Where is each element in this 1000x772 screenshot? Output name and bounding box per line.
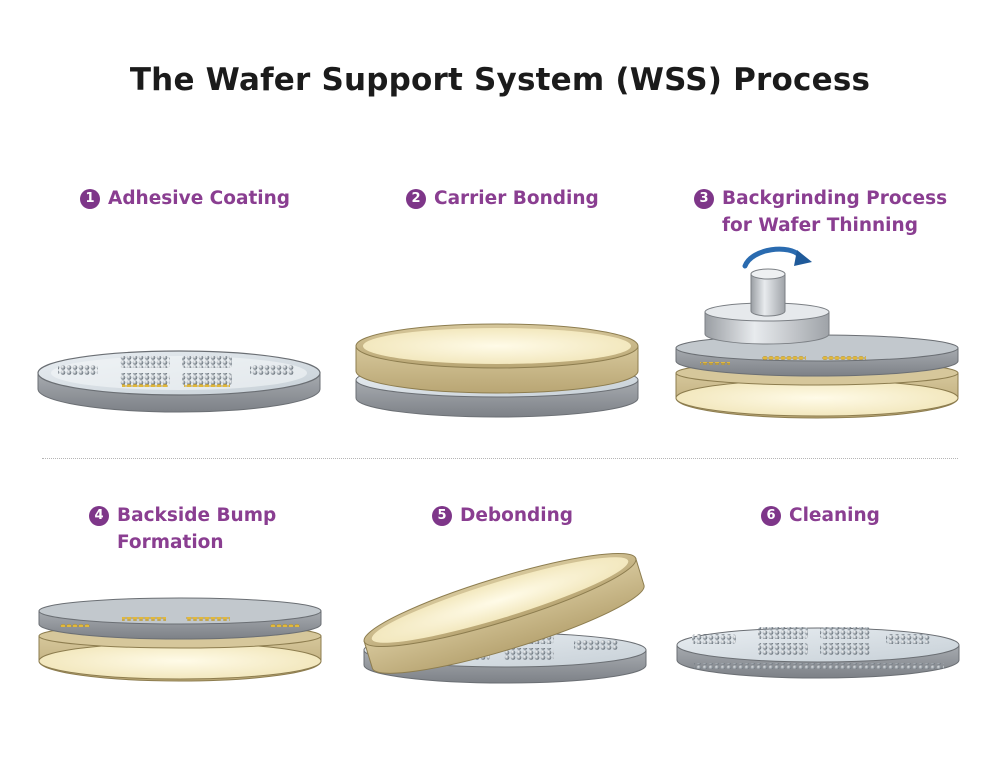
page-title: The Wafer Support System (WSS) Process xyxy=(129,62,871,98)
step-3-illustration xyxy=(675,246,959,419)
step-1-illustration xyxy=(37,350,321,413)
step-5-illustration xyxy=(363,552,647,684)
step-1-title: Adhesive Coating xyxy=(108,188,291,209)
step-4-title-line-1: Backside Bump xyxy=(117,505,277,526)
step-4-label: 4 Backside Bump Formation xyxy=(89,502,276,556)
step-4-title-line-2: Formation xyxy=(117,532,224,553)
step-2-label: 2 Carrier Bonding xyxy=(406,185,599,212)
step-3-number-badge: 3 xyxy=(694,189,714,209)
step-6-title: Cleaning xyxy=(789,505,880,526)
step-4-number-badge: 4 xyxy=(89,506,109,526)
step-5-label: 5 Debonding xyxy=(432,502,573,529)
step-2-title: Carrier Bonding xyxy=(434,188,599,209)
step-3-title-line-1: Backgrinding Process xyxy=(722,188,948,209)
step-4-illustration xyxy=(38,597,322,682)
step-1-number-badge: 1 xyxy=(80,189,100,209)
step-5-title: Debonding xyxy=(460,505,574,526)
step-6-number-badge: 6 xyxy=(761,506,781,526)
step-6-illustration xyxy=(676,627,960,679)
step-5-number-badge: 5 xyxy=(432,506,452,526)
row-divider xyxy=(42,458,958,459)
step-2-number-badge: 2 xyxy=(406,189,426,209)
step-6-label: 6 Cleaning xyxy=(761,502,880,529)
step-3-title-line-2: for Wafer Thinning xyxy=(722,215,918,236)
step-1-label: 1 Adhesive Coating xyxy=(80,185,290,212)
step-3-label: 3 Backgrinding Process for Wafer Thinnin… xyxy=(694,185,947,239)
step-2-illustration xyxy=(355,323,639,418)
